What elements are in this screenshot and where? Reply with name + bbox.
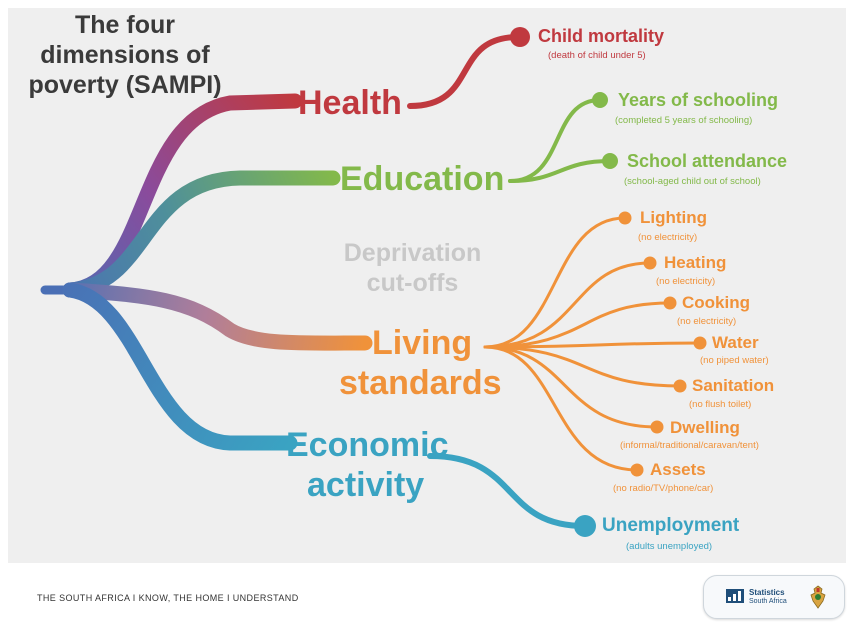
- indicator-school-attendance: School attendance: [627, 151, 788, 171]
- node-unemployment: [574, 515, 596, 537]
- indicator-sanitation: Sanitation: [692, 376, 775, 395]
- node-assets: [630, 463, 644, 477]
- node-lighting: [618, 211, 632, 225]
- node-school-attendance: [602, 153, 618, 169]
- indicator-water: Water: [712, 333, 759, 352]
- cutoff-dwelling: (informal/traditional/caravan/tent): [620, 440, 759, 451]
- dimension-economic-line2: activity: [307, 466, 425, 504]
- indicator-unemployment: Unemployment: [602, 515, 740, 536]
- cutoff-unemployment: (adults unemployed): [626, 541, 713, 552]
- cutoff-assets: (no radio/TV/phone/car): [613, 483, 714, 494]
- connector-school-attendance: [508, 159, 612, 183]
- logo-line-1: Statistics: [749, 588, 785, 597]
- cutoff-heating: (no electricity): [656, 276, 716, 287]
- diagram-panel: [8, 8, 846, 563]
- cutoff-sanitation: (no flush toilet): [689, 399, 752, 410]
- branch-living: [62, 282, 373, 351]
- cutoff-cooking: (no electricity): [677, 316, 737, 327]
- indicator-child-mortality: Child mortality: [538, 26, 665, 46]
- cutoff-years-schooling: (completed 5 years of schooling): [615, 115, 753, 126]
- node-sanitation: [673, 379, 687, 393]
- node-water: [693, 336, 707, 350]
- cutoff-lighting: (no electricity): [638, 232, 698, 243]
- cutoff-water: (no piped water): [700, 355, 769, 366]
- node-heating: [643, 256, 657, 270]
- connector-sanitation: [483, 345, 682, 388]
- node-child-mortality: [510, 27, 530, 47]
- connector-water: [483, 341, 702, 349]
- connector-dwelling: [483, 345, 659, 429]
- dimension-living-line1: Living: [372, 324, 473, 362]
- branch-education: [62, 170, 341, 298]
- footer: THE SOUTH AFRICA I KNOW, THE HOME I UNDE…: [0, 567, 853, 627]
- dimension-economic-line1: Economic: [286, 426, 449, 464]
- dimension-health: Health: [298, 84, 402, 122]
- stats-sa-mark-icon: [726, 589, 744, 603]
- dimension-living-line2: standards: [339, 364, 502, 402]
- connector-assets: [483, 345, 639, 472]
- cutoffs-label: Deprivation cut-offs: [343, 239, 482, 297]
- indicator-cooking: Cooking: [682, 293, 750, 312]
- coat-of-arms-icon: [810, 585, 826, 609]
- indicator-assets: Assets: [650, 460, 706, 479]
- connector-unemployment: [427, 453, 588, 529]
- connector-lighting: [483, 216, 627, 349]
- diagram-title: The four dimensions of poverty (SAMPI): [28, 11, 222, 99]
- branch-economic: [62, 282, 298, 451]
- connector-years-schooling: [508, 98, 602, 183]
- node-dwelling: [650, 420, 664, 434]
- logo-line-2: South Africa: [749, 598, 787, 605]
- footer-tagline: THE SOUTH AFRICA I KNOW, THE HOME I UNDE…: [37, 593, 299, 603]
- indicator-heating: Heating: [664, 253, 727, 272]
- connector-child-mortality: [407, 33, 523, 109]
- indicator-years-schooling: Years of schooling: [618, 90, 779, 110]
- node-years-schooling: [592, 92, 608, 108]
- node-cooking: [663, 296, 677, 310]
- dimension-education: Education: [340, 160, 505, 198]
- cutoff-child-mortality: (death of child under 5): [548, 50, 646, 61]
- stats-sa-logo: Statistics South Africa: [703, 575, 845, 619]
- indicator-dwelling: Dwelling: [670, 418, 740, 437]
- stats-sa-logo-text: Statistics South Africa: [749, 588, 787, 606]
- connector-cooking: [483, 301, 672, 349]
- connector-heating: [483, 261, 652, 349]
- indicator-lighting: Lighting: [640, 208, 708, 227]
- cutoff-school-attendance: (school-aged child out of school): [624, 176, 761, 187]
